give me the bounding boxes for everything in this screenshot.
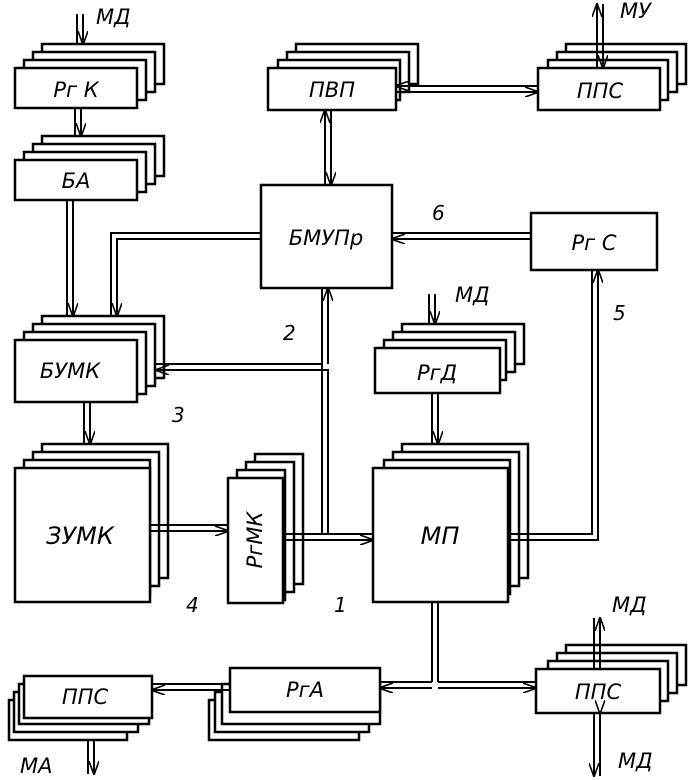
label-5: 5 [613,301,626,325]
block-rgmk: РгМК [226,452,305,605]
block-rgk-label: Рг К [53,78,99,102]
arrow-ba-to-bumk [66,200,73,316]
signal-ma: МА [20,754,52,778]
block-rgs: Рг С [529,211,659,272]
arrow-md-to-rgd [428,294,435,324]
arrow-mu-pps [597,4,603,68]
arrow-pps-right-to-md-up [593,618,600,669]
block-zumk-label: ЗУМК [46,522,115,550]
block-pps-top: ППС [536,42,688,112]
block-rgk: Рг К [13,42,166,110]
block-mp-label: МП [421,522,460,550]
block-pps-top-label: ППС [577,79,624,103]
block-pvp-label: ПВП [309,78,355,102]
arrow-rgd-to-mp [431,393,438,444]
arrow-rgk-to-ba [74,108,81,136]
arrow-6-rgs-to-bmupr [392,232,531,239]
block-bumk: БУМК [13,314,166,404]
arrow-rgmk-to-mp [283,533,373,540]
block-rga-label: РгА [286,678,324,702]
block-pps-right: ППС [534,643,688,715]
arrow-bumk-to-zumk [83,402,90,444]
arrow-pvp-pps [396,86,538,92]
label-6: 6 [432,201,445,225]
block-pps-right-label: ППС [575,680,622,704]
block-rgmk-label: РгМК [243,511,267,569]
arrow-pps-to-ma [87,740,94,774]
block-rga: РгА [207,666,382,742]
arrow-bus-to-rga [380,681,432,688]
block-pvp: ПВП [266,42,420,112]
arrow-md-pps-right-bottom [594,712,600,776]
label-2: 2 [283,321,296,345]
block-zumk: ЗУМК [13,442,170,604]
signal-md-pps-top: МД [612,593,647,617]
label-4: 4 [186,593,199,617]
arrow-rga-to-pps-left [152,683,230,690]
label-1: 1 [334,593,347,617]
block-rgd: РгД [373,322,526,395]
block-pps-left: ППС [7,674,154,742]
arrow-5-mp-to-rgs [508,270,598,541]
block-rgs-label: Рг С [571,231,616,255]
arrow-zumk-to-rgmk [150,524,228,531]
arrow-md-to-rgk [76,14,83,44]
label-3: 3 [172,403,185,427]
arrow-pvp-bmupr [325,110,331,185]
block-bumk-label: БУМК [40,359,101,383]
block-ba-label: БА [62,169,91,193]
block-ba: БА [13,134,166,202]
arrow-bmupr-to-bumk [110,232,261,316]
signal-mu: МУ [620,0,652,23]
block-bmupr-label: БМУПр [289,226,363,250]
block-pps-left-label: ППС [62,685,109,709]
signal-md-rgk: МД [96,5,131,29]
block-bmupr: БМУПр [259,183,394,290]
arrow-bus-to-pps-right [438,681,536,688]
block-rgd-label: РгД [417,361,457,385]
signal-md-rgd: МД [455,283,490,307]
bus-mp-down [431,602,439,682]
signal-md-pps-bottom: МД [618,749,653,773]
block-mp: МП [371,442,530,604]
arrow-bus-to-bmupr [321,288,328,364]
